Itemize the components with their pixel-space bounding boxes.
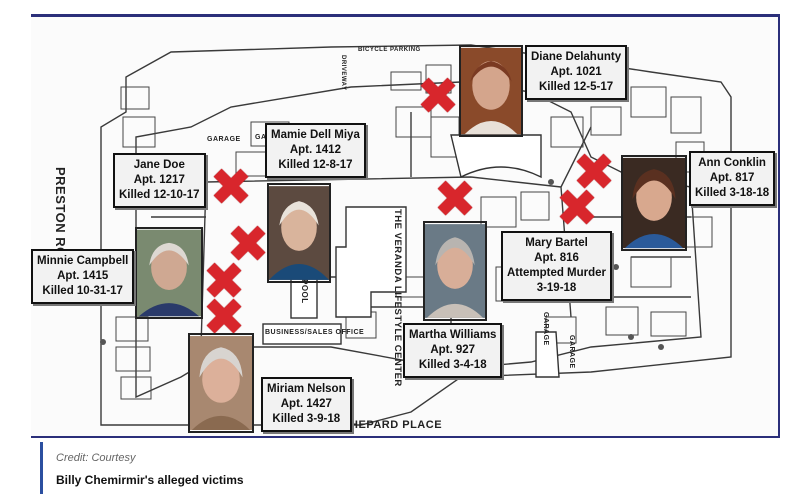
pool-label: POOL xyxy=(300,279,309,304)
victim-apt: Apt. 816 xyxy=(534,252,579,264)
victim-status: Killed 10-31-17 xyxy=(42,285,123,297)
victim-apt: Apt. 927 xyxy=(430,344,476,356)
portrait-icon xyxy=(623,157,685,249)
victim-name: Martha Williams xyxy=(409,329,497,341)
victim-marker-x: ✖ xyxy=(202,252,246,312)
victim-photo-miriam xyxy=(188,333,254,433)
victim-label-martha: Martha Williams Apt. 927 Killed 3-4-18 xyxy=(403,323,503,378)
victim-label-ann: Ann Conklin Apt. 817 Killed 3-18-18 xyxy=(689,151,776,206)
victim-label-minnie: Minnie Campbell Apt. 1415 Killed 10-31-1… xyxy=(31,249,135,304)
victim-label-mamie: Mamie Dell Miya Apt. 1412 Killed 12-8-17 xyxy=(265,123,366,178)
image-credit: Credit: Courtesy xyxy=(56,452,136,464)
victim-name: Diane Delahunty xyxy=(531,51,622,63)
victim-label-mary: Mary Bartel Apt. 816 Attempted Murder 3-… xyxy=(501,231,613,301)
garage-label: GARAGE xyxy=(568,335,575,369)
victim-name: Ann Conklin xyxy=(698,157,766,169)
victim-photo-minnie xyxy=(135,227,203,319)
victim-status: Attempted Murder xyxy=(507,267,607,279)
victim-marker-x: ✖ xyxy=(555,179,599,239)
victim-status: Killed 12-5-17 xyxy=(538,81,614,93)
business-office-label: BUSINESS/SALES OFFICE xyxy=(265,329,365,336)
driveway-label: DRIVEWAY xyxy=(340,55,346,91)
victim-apt: Apt. 1021 xyxy=(550,66,602,78)
victim-marker-x: ✖ xyxy=(226,215,270,275)
victim-name: Miriam Nelson xyxy=(267,383,346,395)
shepard-place-label: LD SHEPARD PLACE xyxy=(323,419,443,431)
portrait-icon xyxy=(461,47,521,135)
victim-date: 3-19-18 xyxy=(536,282,577,294)
victim-marker-x: ✖ xyxy=(416,67,460,127)
victim-name: Minnie Campbell xyxy=(37,255,129,267)
victim-photo-mamie xyxy=(267,183,331,283)
portrait-icon xyxy=(425,224,485,318)
image-caption: Billy Chemirmir's alleged victims xyxy=(56,473,244,487)
victim-photo-diane xyxy=(459,45,523,137)
victim-apt: Apt. 1427 xyxy=(280,398,332,410)
caption-accent-bar xyxy=(40,442,43,494)
portrait-icon xyxy=(190,336,252,430)
victim-label-jane: Jane Doe Apt. 1217 Killed 12-10-17 xyxy=(113,153,206,208)
victim-marker-x: ✖ xyxy=(572,143,616,203)
victim-apt: Apt. 1217 xyxy=(133,174,185,186)
veranda-label: THE VERANDA LIFESTYLE CENTER xyxy=(392,209,403,387)
victim-photo-ann xyxy=(621,155,687,251)
victim-photo-martha xyxy=(423,221,487,321)
victim-apt: Apt. 1412 xyxy=(289,144,341,156)
victim-name: Mamie Dell Miya xyxy=(271,129,360,141)
victim-status: Killed 12-8-17 xyxy=(278,159,353,171)
victim-label-miriam: Miriam Nelson Apt. 1427 Killed 3-9-18 xyxy=(261,377,352,432)
victim-apt: Apt. 1415 xyxy=(57,270,109,282)
garage-label: GARAGE xyxy=(542,312,549,346)
victim-label-diane: Diane Delahunty Apt. 1021 Killed 12-5-17 xyxy=(525,45,628,100)
victim-name: Jane Doe xyxy=(133,159,185,171)
portrait-icon xyxy=(137,229,201,317)
victim-status: Killed 3-18-18 xyxy=(695,187,770,199)
victim-status: Killed 3-4-18 xyxy=(418,359,487,371)
victim-marker-x: ✖ xyxy=(433,170,477,230)
victim-marker-x: ✖ xyxy=(209,158,253,218)
victim-name: Mary Bartel xyxy=(525,237,588,249)
victim-status: Killed 12-10-17 xyxy=(119,189,200,201)
victim-status: Killed 3-9-18 xyxy=(272,413,341,425)
victim-marker-x: ✖ xyxy=(202,288,246,348)
portrait-icon xyxy=(269,186,329,280)
bicycle-parking-label: BICYCLE PARKING xyxy=(358,47,421,53)
map-figure: PRESTON ROAD LD SHEPARD PLACE THE VERAND… xyxy=(31,14,780,438)
garage-label: GARAGE xyxy=(207,136,241,143)
victim-apt: Apt. 817 xyxy=(709,172,755,184)
